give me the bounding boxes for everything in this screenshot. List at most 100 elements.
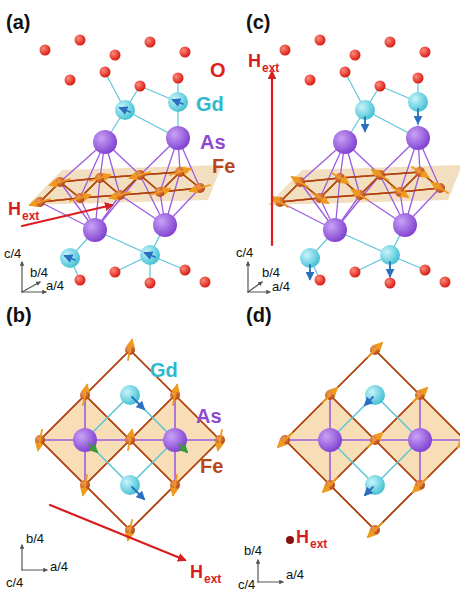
atom: [350, 50, 361, 61]
bond: [360, 192, 400, 195]
atom: [166, 126, 190, 150]
field-arrow: [22, 205, 112, 226]
axis-label: c/4: [236, 246, 253, 259]
spin-arrow: [128, 340, 132, 360]
spin-arrow: [352, 190, 368, 200]
atom: [65, 75, 76, 86]
atom: [365, 385, 385, 405]
bond: [360, 192, 400, 195]
spin-arrow: [70, 195, 90, 201]
panel-label: As: [200, 132, 226, 152]
bond: [380, 172, 420, 175]
axis-label: b/4: [30, 266, 48, 279]
atom: [200, 277, 211, 288]
atom: [40, 45, 51, 56]
spin-arrow: [170, 169, 190, 175]
spin-arrow: [89, 444, 97, 452]
atom: [115, 100, 135, 120]
panel-label: Fe: [200, 456, 223, 476]
spin-arrow: [145, 253, 155, 257]
axis-label: H: [8, 200, 21, 218]
atom: [173, 73, 184, 84]
atom: [180, 265, 191, 276]
spin-arrow: [132, 397, 144, 409]
spin-arrow: [372, 170, 388, 180]
spin-arrow: [173, 100, 183, 104]
spin-arrow: [332, 173, 348, 183]
spin-arrow: [368, 343, 382, 357]
atom: [75, 35, 86, 46]
spin-arrow: [417, 109, 419, 123]
axis-label: a/4: [50, 560, 68, 573]
spin-arrow: [292, 177, 308, 187]
axis-line: [258, 581, 283, 582]
spin-arrow: [392, 187, 408, 197]
fe-as-tetrahedron: [375, 395, 460, 485]
axis-label: H: [190, 563, 203, 581]
panel-label: (a): [6, 12, 30, 32]
axis-label: c/4: [238, 578, 255, 591]
axis-label: a/4: [286, 568, 304, 581]
spin-arrow: [83, 385, 87, 405]
bond: [340, 175, 380, 178]
axis-line: [21, 545, 22, 570]
field-arrow: [271, 72, 273, 245]
bond: [320, 195, 360, 198]
bond: [300, 178, 340, 182]
axis-label: a/4: [46, 279, 64, 292]
atom: [110, 267, 121, 278]
axis-label: b/4: [26, 532, 44, 545]
spin-arrow: [90, 175, 110, 181]
panel-label: Gd: [150, 360, 178, 380]
atom: [60, 248, 80, 268]
atom: [75, 275, 86, 286]
spin-arrow: [132, 487, 144, 499]
bond: [330, 485, 375, 530]
spin-arrow: [458, 433, 460, 447]
atom: [305, 75, 316, 86]
atom: [323, 218, 347, 242]
spin-arrow: [173, 385, 177, 405]
axis-line: [22, 291, 46, 292]
spin-arrow: [120, 108, 130, 112]
atom: [180, 47, 191, 58]
spin-arrow: [38, 430, 42, 450]
axis-line: [248, 291, 270, 292]
panel-label: Fe: [212, 156, 235, 176]
spin-arrow: [218, 430, 222, 450]
spin-arrow: [130, 172, 150, 178]
spin-arrow: [278, 433, 292, 447]
subscript: ext: [262, 62, 279, 74]
spin-arrow: [432, 183, 448, 193]
atom: [83, 218, 107, 242]
panel-label: O: [210, 60, 226, 80]
atom: [340, 67, 351, 78]
spin-arrow: [365, 397, 373, 405]
axis-line: [22, 569, 47, 570]
bond: [340, 175, 380, 178]
atom: [420, 47, 431, 58]
axis-label: H: [296, 528, 309, 546]
atom: [385, 278, 396, 289]
atom: [420, 265, 431, 276]
bond: [320, 195, 360, 198]
atom: [140, 245, 160, 265]
spin-arrow: [190, 185, 210, 191]
atom: [365, 475, 385, 495]
atom: [406, 126, 430, 150]
bond: [300, 178, 340, 182]
atom: [333, 130, 357, 154]
axis-label: a/4: [272, 280, 290, 293]
atom: [145, 37, 156, 48]
atom: [413, 73, 424, 84]
atom: [408, 428, 432, 452]
atom: [135, 81, 146, 92]
spin-arrow: [323, 478, 337, 492]
spin-arrow: [128, 430, 132, 450]
atom: [73, 428, 97, 452]
spin-arrow: [368, 433, 382, 447]
spin-arrow: [389, 262, 391, 276]
spin-arrow: [179, 444, 187, 452]
panel-label: (d): [246, 305, 272, 325]
